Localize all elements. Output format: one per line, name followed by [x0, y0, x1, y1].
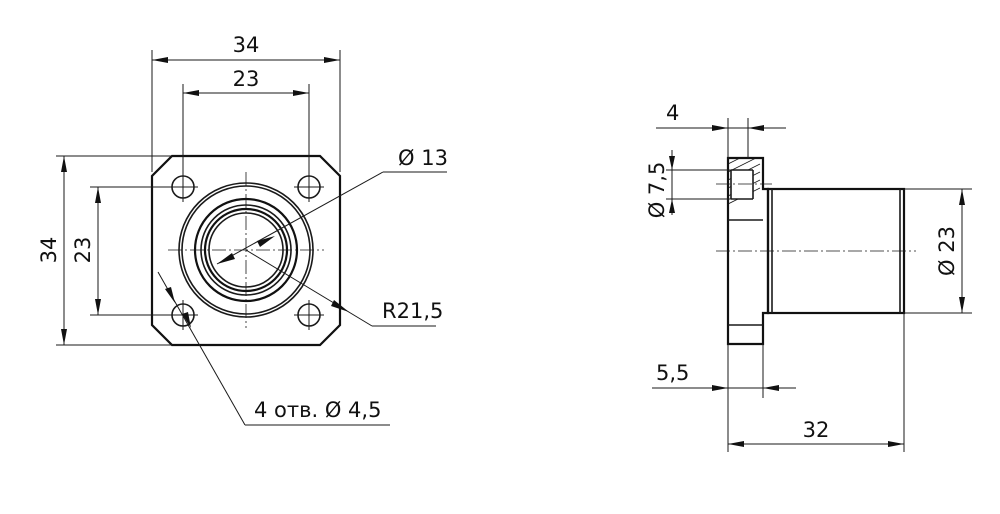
dim-height-outer-label: 34 — [37, 237, 61, 264]
dim-body-diameter: Ø 23 — [904, 188, 972, 314]
flange-section — [726, 156, 770, 346]
leader-corner-radius: R21,5 — [245, 249, 443, 327]
dim-bore-diameter-label: Ø 13 — [398, 146, 448, 170]
leader-holes-note: 4 отв. Ø 4,5 — [157, 271, 390, 426]
dim-overall-length-label: 32 — [803, 418, 830, 442]
dim-height-outer: 34 — [37, 155, 172, 346]
side-view: 4 Ø 7,5 Ø 23 5,5 — [645, 101, 972, 452]
dim-height-holes-label: 23 — [71, 237, 95, 264]
dim-width-holes: 23 — [182, 67, 310, 176]
dim-counterbore-diameter-label: Ø 7,5 — [645, 162, 669, 219]
dim-flange-offset: 5,5 — [652, 344, 796, 398]
flange-outline — [150, 154, 342, 347]
dim-overall-length: 32 — [727, 313, 905, 452]
dim-width-outer-label: 34 — [233, 33, 260, 57]
front-view: 34 23 34 23 — [37, 33, 448, 426]
leader-bore-diameter: Ø 13 — [216, 146, 448, 265]
dim-counterbore-diameter: Ø 7,5 — [645, 150, 731, 218]
dim-width-holes-label: 23 — [233, 67, 260, 91]
dim-corner-radius-label: R21,5 — [382, 299, 443, 323]
dim-flange-thickness-label: 4 — [666, 101, 679, 125]
dim-holes-note-label: 4 отв. Ø 4,5 — [254, 398, 381, 422]
dim-flange-offset-label: 5,5 — [656, 361, 689, 385]
dim-height-holes: 23 — [71, 186, 172, 316]
dim-width-outer: 34 — [151, 33, 341, 172]
dim-flange-thickness: 4 — [656, 101, 786, 158]
dim-body-diameter-label: Ø 23 — [935, 226, 959, 276]
